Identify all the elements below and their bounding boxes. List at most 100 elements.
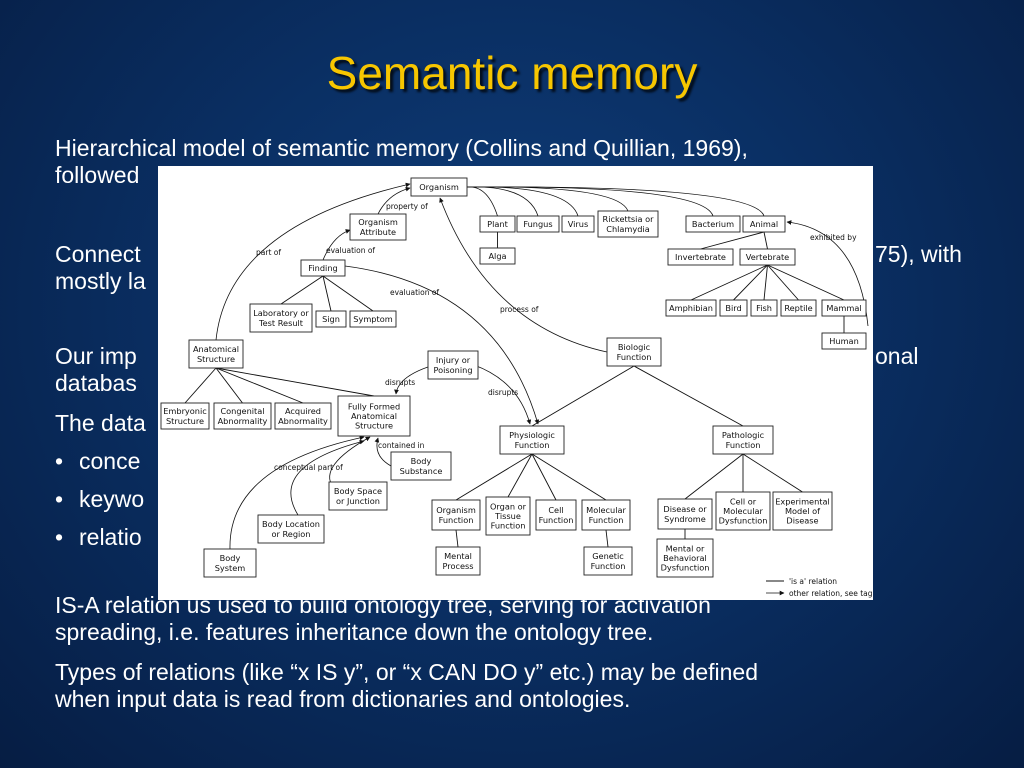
node-box <box>665 299 717 317</box>
node-box <box>780 299 817 317</box>
node-label: Animal <box>750 219 778 229</box>
edge-label-property-of: property of <box>386 202 428 211</box>
evaluation-of-edge <box>344 265 540 425</box>
node-box <box>499 425 565 455</box>
node-label: Disease <box>786 516 818 526</box>
bullet-item: keywo <box>55 486 144 513</box>
node-label: Body Location <box>262 519 320 529</box>
node-organism: Organism <box>410 177 468 197</box>
isa-edge <box>700 231 765 250</box>
isa-edge <box>684 453 744 500</box>
paragraph-line: Hierarchical model of semantic memory (C… <box>55 135 748 161</box>
isa-edge <box>690 264 768 301</box>
node-label: Function <box>439 515 474 525</box>
node-label: Physiologic <box>509 430 555 440</box>
paragraph-our-impl-line2: databas <box>55 370 137 397</box>
isa-edge <box>742 453 803 493</box>
node-box <box>213 402 272 430</box>
node-box <box>315 310 347 328</box>
edge-label-process-of: process of <box>500 305 539 314</box>
node-bacterium: Bacterium <box>685 215 741 233</box>
node-box <box>739 248 796 266</box>
node-label: Plant <box>487 219 508 229</box>
paragraph-isa-relation: IS-A relation us used to build ontology … <box>55 592 711 646</box>
isa-edge <box>215 367 375 397</box>
paragraph-line: Types of relations (like “x IS y”, or “x… <box>55 659 758 685</box>
node-box <box>479 215 516 233</box>
node-label: Biologic <box>618 342 650 352</box>
node-box <box>435 546 481 576</box>
node-label: Anatomical <box>193 344 239 354</box>
node-label: or Region <box>271 529 310 539</box>
paragraph-line: Our imp <box>55 343 137 369</box>
isa-edge <box>455 453 533 501</box>
node-label: Symptom <box>353 314 392 324</box>
node-label: Anatomical <box>351 411 397 421</box>
node-box <box>750 299 778 317</box>
paragraph-connect-right: 75), with <box>875 241 962 268</box>
paragraph-line: 75), with <box>875 241 962 267</box>
node-box <box>535 499 577 531</box>
isa-edge <box>466 186 714 217</box>
node-box <box>349 310 397 328</box>
node-label: Virus <box>568 219 589 229</box>
conceptual-part-of-edge <box>329 436 371 488</box>
node-box <box>657 498 713 530</box>
conceptual-part-of-edge <box>290 439 365 516</box>
node-label: Poisoning <box>433 365 472 375</box>
node-amphibian: Amphibian <box>665 299 717 317</box>
node-label: Function <box>589 515 624 525</box>
node-virus: Virus <box>561 215 595 233</box>
node-box <box>479 247 516 265</box>
node-box <box>715 491 771 531</box>
isa-edge <box>184 367 217 404</box>
node-box <box>390 451 452 481</box>
isa-edge <box>466 186 765 217</box>
node-label: Fish <box>756 303 772 313</box>
node-label: Sign <box>322 314 340 324</box>
node-box <box>685 215 741 233</box>
node-sign: Sign <box>315 310 347 328</box>
node-label: Abnormality <box>218 416 268 426</box>
node-box <box>337 395 411 437</box>
node-box <box>257 514 325 544</box>
edge-label-part-of: part of <box>256 248 281 257</box>
node-plant: Plant <box>479 215 516 233</box>
node-box <box>561 215 595 233</box>
node-box <box>349 213 407 241</box>
node-label: Function <box>617 352 652 362</box>
paragraph-line: when input data is read from dictionarie… <box>55 686 631 712</box>
node-label: Test Result <box>258 318 304 328</box>
node-box <box>606 337 662 367</box>
node-box <box>410 177 468 197</box>
edge-label-disrupts: disrupts <box>385 378 415 387</box>
conceptual-part-of-edge <box>229 435 365 550</box>
node-box <box>597 210 659 238</box>
legend-other-label: other relation, see tag <box>789 589 873 598</box>
disrupts-edge <box>473 364 532 425</box>
evaluation-of-edge <box>322 229 351 261</box>
node-label: Abnormality <box>278 416 328 426</box>
node-label: Dysfunction <box>661 563 710 573</box>
isa-edge <box>767 264 799 301</box>
node-box <box>583 546 633 576</box>
node-reptile: Reptile <box>780 299 817 317</box>
node-label: Bacterium <box>692 219 734 229</box>
node-label: Fully Formed <box>348 401 400 411</box>
node-label: Bird <box>725 303 741 313</box>
node-box <box>427 350 479 380</box>
isa-edge <box>767 264 845 301</box>
